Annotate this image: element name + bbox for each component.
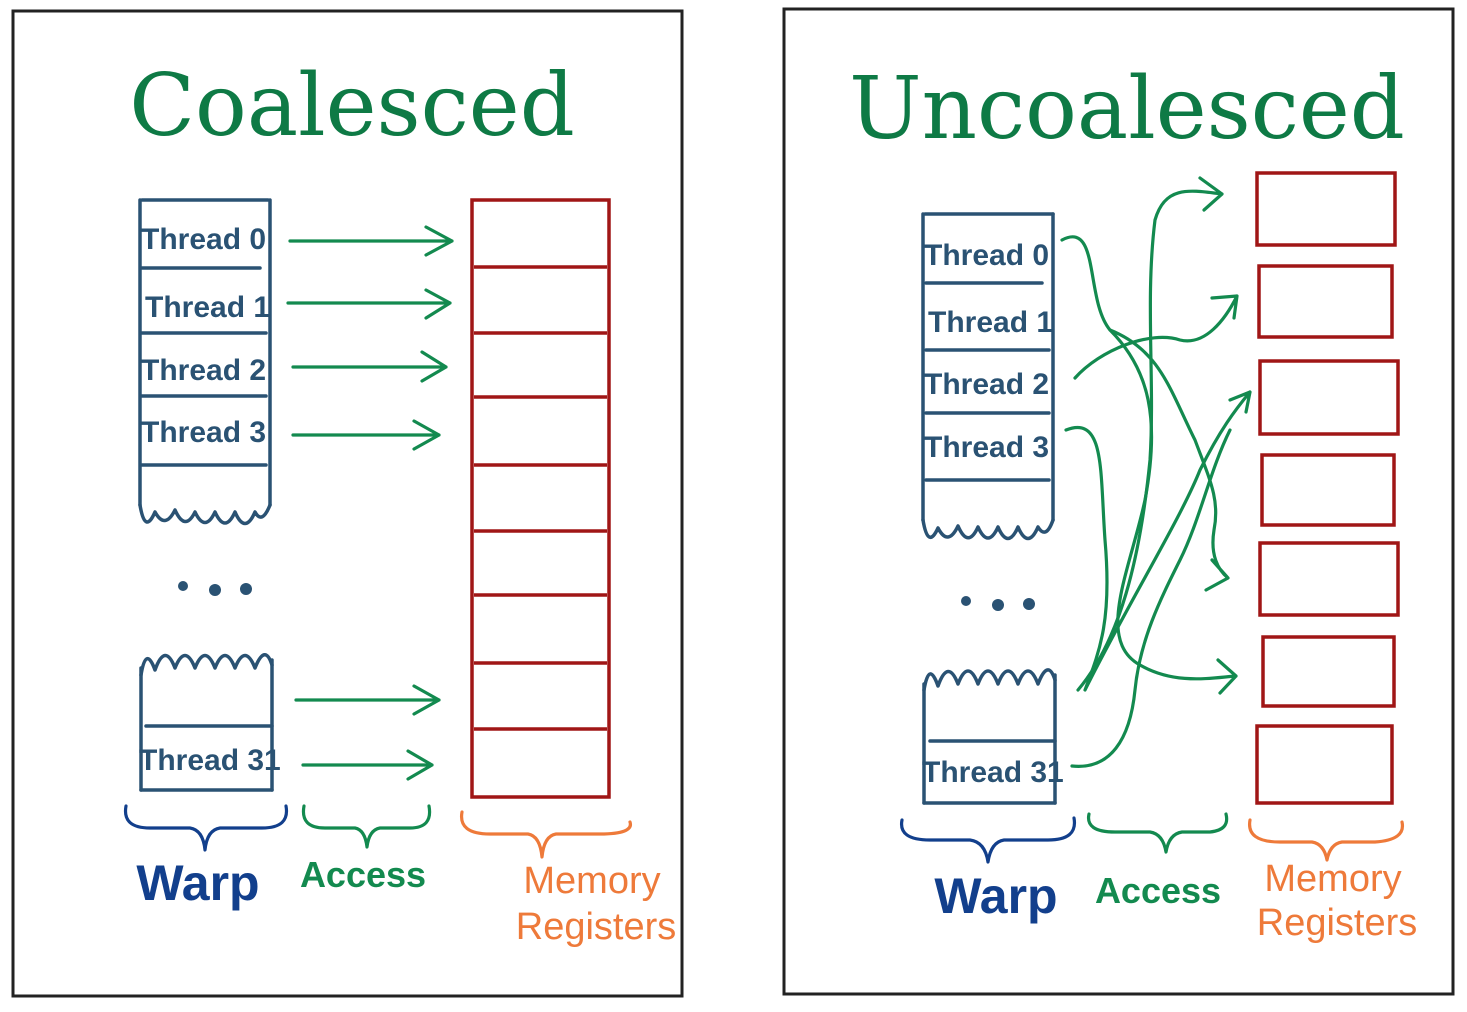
coalesced-warp-column-lower: Thread 31 [139,653,281,792]
uncoalesced-warp-label: Warp [934,868,1057,924]
coalesced-memory-label-line2: Registers [516,906,677,948]
uncoalesced-access-arrow [1070,428,1232,768]
uncoalesced-access-arrow [1108,328,1230,592]
uncoalesced-panel: Uncoalesced Thread 0 Thread 1 Thread 2 T… [782,7,1455,996]
coalesced-ellipsis-dot [209,584,221,596]
coalesced-memory-registers [470,198,611,799]
coalesced-warp-label: Warp [136,855,259,911]
uncoalesced-memory-register [1258,359,1400,436]
uncoalesced-thread-label: Thread 2 [924,368,1049,401]
coalesced-title: Coalesced [129,56,575,156]
coalesced-access-arrows [286,225,454,781]
coalesced-memory-column [470,198,611,799]
coalesced-thread-label: Thread 0 [141,223,266,256]
uncoalesced-warp-column-lower: Thread 31 [922,668,1064,805]
coalesced-warp-column: Thread 0 Thread 1 Thread 2 Thread 3 [138,198,272,526]
coalesced-access-arrow [291,350,448,383]
uncoalesced-warp-torn-edge [921,518,1055,541]
uncoalesced-warp-torn-edge [922,668,1057,692]
uncoalesced-access-label: Access [1095,870,1221,911]
uncoalesced-memory-register [1258,541,1400,617]
uncoalesced-memory-register [1257,264,1394,339]
uncoalesced-ellipsis-dot [992,599,1004,611]
uncoalesced-memory-label-line2: Registers [1257,902,1418,944]
uncoalesced-access-arrow [1064,390,1252,692]
coalesced-warp-torn-edge [138,503,272,526]
coalesced-warp-torn-edge [139,653,274,677]
uncoalesced-memory-registers [1255,171,1400,805]
uncoalesced-access-arrow [1073,294,1239,380]
uncoalesced-ellipsis-dot [1023,598,1035,610]
uncoalesced-warp-brace [899,816,1077,864]
uncoalesced-memory-register [1255,724,1394,805]
uncoalesced-memory-label-line1: Memory [1264,858,1401,900]
uncoalesced-access-brace [1086,812,1229,854]
coalesced-access-arrow [286,288,452,320]
coalesced-ellipsis-dot [240,583,252,595]
coalesced-access-arrow [288,225,454,257]
uncoalesced-memory-register [1260,453,1396,527]
uncoalesced-memory-brace [1247,818,1405,862]
coalesced-memory-label-line1: Memory [523,860,660,902]
coalesced-access-label: Access [300,854,426,895]
uncoalesced-access-arrows [1060,176,1252,768]
coalesced-access-brace [301,804,432,849]
coalesced-memory-brace [459,810,632,859]
uncoalesced-thread-label: Thread 3 [924,431,1049,464]
uncoalesced-thread-label: Thread 0 [924,239,1049,272]
coalesced-thread-label: Thread 2 [141,354,266,387]
coalesced-panel-frame [11,9,684,998]
uncoalesced-memory-register [1261,635,1396,708]
coalesced-thread-label: Thread 1 [145,291,270,324]
coalesced-panel: Coalesced Thread 0 Thread 1 Thread 2 Thr… [11,9,684,998]
uncoalesced-warp-column: Thread 0 Thread 1 Thread 2 Thread 3 [921,212,1055,541]
uncoalesced-thread-label: Thread 1 [928,306,1053,339]
uncoalesced-thread-label: Thread 31 [922,756,1064,789]
coalesced-warp-brace [123,804,289,852]
coalesced-thread-label: Thread 31 [139,744,281,777]
coalesced-access-arrow [291,419,441,451]
coalesced-thread-label: Thread 3 [141,416,266,449]
uncoalesced-title: Uncoalesced [849,59,1405,159]
uncoalesced-access-arrow [1076,176,1224,692]
coalesced-ellipsis-dot [178,581,188,591]
coalesced-access-arrow [301,749,434,781]
uncoalesced-ellipsis-dot [961,596,971,606]
uncoalesced-memory-register [1255,171,1397,247]
coalesced-access-arrow [294,684,441,716]
